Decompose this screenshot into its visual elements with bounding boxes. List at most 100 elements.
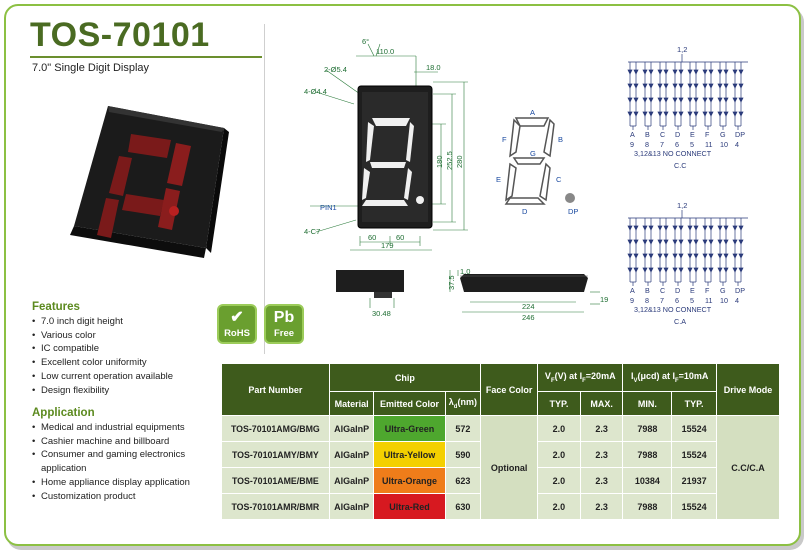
- schematic-seg-label: A: [630, 286, 635, 295]
- schematic-common-label: 1,2: [677, 45, 687, 54]
- cell-vf-typ: 2.0: [537, 441, 581, 468]
- datasheet-frame: TOS-70101 7.0" Single Digit Display Feat…: [4, 4, 801, 546]
- dim-angle: 6°: [362, 37, 369, 46]
- rohs-label: RoHS: [224, 328, 250, 339]
- th-iv-min: MIN.: [622, 391, 673, 416]
- dim-side-4: 224: [522, 302, 535, 311]
- front-dimension-drawing: 6° 110.0 2-Ø5.4 18.0 4-Ø4.4 180 252.5 28…: [304, 37, 468, 251]
- dim-h-outer: 280: [455, 155, 464, 168]
- schematic-seg-label: DP: [735, 130, 745, 139]
- th-vf-max: MAX.: [579, 391, 624, 416]
- pb-free-badge: Pb Free: [264, 304, 304, 344]
- cell-vf-max: 2.3: [579, 467, 624, 494]
- cell-material: AlGaInP: [328, 493, 375, 520]
- th-vf-typ: TYP.: [537, 391, 581, 416]
- cell-iv-typ: 15524: [671, 441, 717, 468]
- th-iv: IV(μcd) at IF=10mA: [622, 363, 717, 392]
- dim-side-2: 37.5: [447, 275, 456, 290]
- product-photo: [70, 106, 229, 258]
- seg-a-label: A: [530, 108, 535, 117]
- schematic-pin-number: 9: [630, 296, 634, 305]
- features-heading: Features: [32, 301, 80, 313]
- table-row: TOS-70101AMG/BMG AlGaInP Ultra-Green 572…: [221, 415, 781, 520]
- feature-item: Low current operation available: [32, 370, 173, 384]
- schematic-seg-label: C: [660, 130, 665, 139]
- cell-vf-typ: 2.0: [537, 493, 581, 520]
- application-item: Medical and industrial equipments: [32, 421, 212, 435]
- cell-wavelength: 630: [444, 493, 482, 520]
- seg-c-label: C: [556, 175, 562, 184]
- seg-d-label: D: [522, 207, 528, 216]
- dim-top-width: 110.0: [376, 47, 394, 56]
- schematic-seg-label: A: [630, 130, 635, 139]
- cell-face-color: Optional: [480, 415, 539, 520]
- feature-item: Various color: [32, 329, 173, 343]
- side-dimension-drawing: 1.0 37.5 30.48 224 246 19: [336, 267, 608, 322]
- schematic-note: 3,12&13 NO CONNECT: [634, 149, 712, 158]
- application-heading: Application: [32, 407, 95, 419]
- cell-iv-typ: 15524: [671, 493, 717, 520]
- feature-item: IC compatible: [32, 342, 173, 356]
- schematic-seg-label: E: [690, 286, 695, 295]
- seg-dp-label: DP: [568, 207, 578, 216]
- seg-e-label: E: [496, 175, 501, 184]
- schematic-common-anode: 1,2 3,12&13 NO CONNECT C.A A9B8C7D6E5F11…: [627, 201, 748, 326]
- schematic-common-cathode: 1,2 3,12&13 NO CONNECT C.C A9B8C7D6E5F11…: [627, 45, 748, 170]
- cell-wavelength: 623: [444, 467, 482, 494]
- schematic-seg-label: D: [675, 130, 680, 139]
- cell-emitted-color: Ultra-Red: [373, 493, 446, 520]
- cell-emitted-color: Ultra-Yellow: [373, 441, 446, 468]
- schematic-pin-number: 11: [705, 140, 712, 149]
- schematic-seg-label: F: [705, 130, 710, 139]
- spec-table: Part Number Chip Face Color VF(V) at IF=…: [221, 363, 781, 520]
- schematic-type: C.A: [674, 317, 686, 326]
- cell-part: TOS-70101AMY/BMY: [221, 441, 330, 468]
- cell-iv-typ: 21937: [671, 467, 717, 494]
- product-title: TOS-70101: [30, 16, 210, 54]
- cell-material: AlGaInP: [328, 467, 375, 494]
- dim-pitch-b: 60: [396, 233, 404, 242]
- schematic-seg-label: DP: [735, 286, 745, 295]
- th-wavelength: λd(nm): [444, 391, 482, 416]
- th-face-color: Face Color: [480, 363, 539, 416]
- schematic-pin-number: 6: [675, 140, 679, 149]
- schematic-pin-number: 11: [705, 296, 712, 305]
- title-rule: [30, 56, 262, 58]
- cell-emitted-color: Ultra-Orange: [373, 467, 446, 494]
- cell-vf-max: 2.3: [579, 493, 624, 520]
- dim-h-inner: 180: [435, 155, 444, 168]
- table-row: TOS-70101AMR/BMR AlGaInP Ultra-Red 630 2…: [221, 493, 780, 520]
- th-iv-typ: TYP.: [671, 391, 717, 416]
- dim-side-1: 1.0: [460, 267, 470, 276]
- cell-vf-max: 2.3: [579, 415, 624, 442]
- dim-tab: 18.0: [426, 63, 441, 72]
- schematic-common-label: 1,2: [677, 201, 687, 210]
- dim-side-5: 246: [522, 313, 535, 322]
- segment-map: A B C D E F G DP: [496, 108, 578, 216]
- schematic-pin-number: 9: [630, 140, 634, 149]
- th-vf: VF(V) at IF=20mA: [537, 363, 624, 392]
- schematic-pin-number: 8: [645, 296, 649, 305]
- cell-part: TOS-70101AMG/BMG: [221, 415, 330, 442]
- dim-holes: 2-Ø5.4: [324, 65, 347, 74]
- schematic-pin-number: 8: [645, 140, 649, 149]
- schematic-note: 3,12&13 NO CONNECT: [634, 305, 712, 314]
- application-item: Home appliance display application: [32, 476, 212, 490]
- application-list: Medical and industrial equipments Cashie…: [32, 421, 212, 503]
- cell-wavelength: 572: [444, 415, 482, 442]
- feature-item: Excellent color uniformity: [32, 356, 173, 370]
- schematic-pin-number: 5: [690, 140, 694, 149]
- column-divider: [264, 24, 265, 354]
- pb-label: Pb: [273, 309, 295, 326]
- schematic-seg-label: C: [660, 286, 665, 295]
- dim-h-mid: 252.5: [445, 151, 454, 170]
- schematic-type: C.C: [674, 161, 686, 170]
- product-subtitle: 7.0" Single Digit Display: [32, 62, 150, 74]
- application-item: Customization product: [32, 490, 212, 504]
- cell-part: TOS-70101AMR/BMR: [221, 493, 330, 520]
- schematic-pin-number: 6: [675, 296, 679, 305]
- schematic-seg-label: E: [690, 130, 695, 139]
- rohs-badge: ✔ RoHS: [217, 304, 257, 344]
- features-list: 7.0 inch digit height Various color IC c…: [32, 315, 173, 397]
- seg-f-label: F: [502, 135, 507, 144]
